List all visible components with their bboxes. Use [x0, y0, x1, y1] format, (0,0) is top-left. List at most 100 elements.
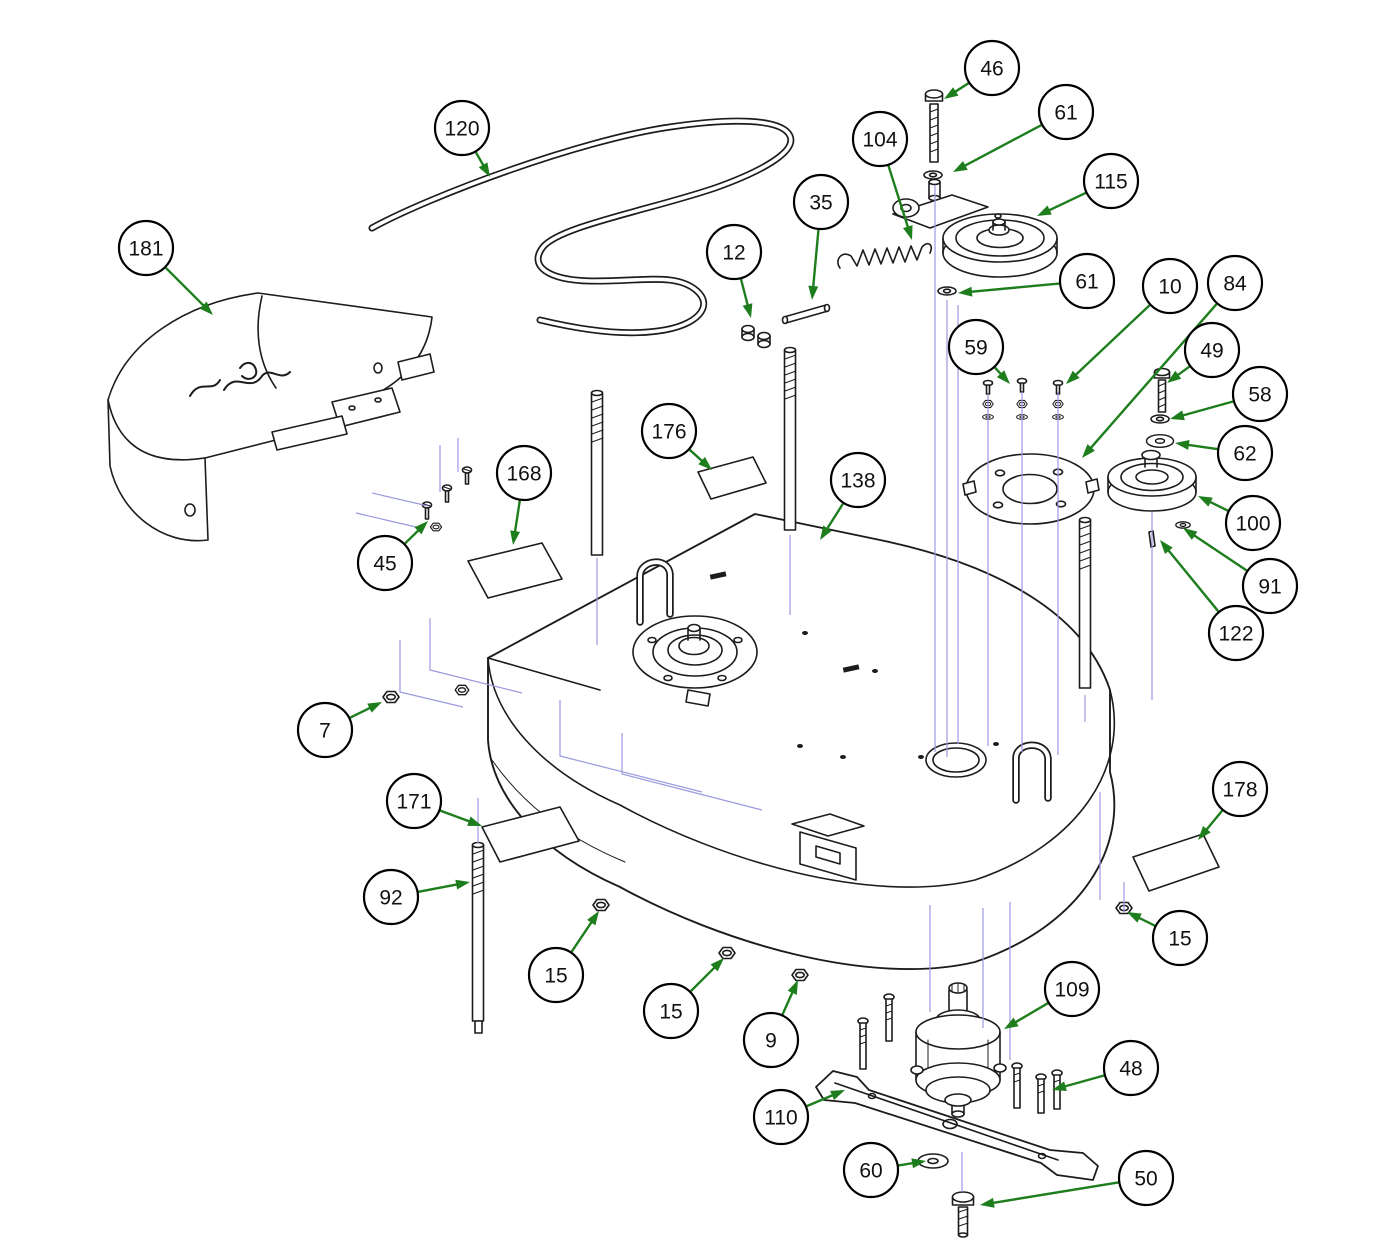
callout-109: 109 [1043, 960, 1101, 1018]
washer-61 [923, 170, 943, 180]
callout-arrow-60 [898, 1158, 926, 1169]
callout-arrow-45 [404, 521, 428, 545]
callout-100: 100 [1224, 494, 1282, 552]
callout-60: 60 [842, 1141, 900, 1199]
callout-label: 12 [722, 242, 745, 265]
mounting-studs [982, 377, 1064, 420]
callout-label: 45 [373, 553, 396, 576]
callout-110: 110 [752, 1088, 810, 1146]
extension-spring-104 [837, 242, 933, 269]
callout-arrow-138 [820, 503, 845, 540]
blade-bolt-50 [951, 1191, 975, 1238]
callout-label: 171 [396, 791, 431, 814]
callout-arrow-176 [688, 448, 712, 470]
washer-91 [1175, 521, 1191, 529]
callout-61: 61 [1058, 252, 1116, 310]
callout-arrow-110 [806, 1090, 845, 1108]
decal-176 [697, 456, 767, 500]
deck-spindle-hub [632, 615, 758, 707]
callout-arrow-59 [994, 366, 1010, 384]
belt-cover-181 [107, 292, 435, 542]
callout-label: 48 [1119, 1058, 1142, 1081]
callout-arrow-15 [689, 958, 724, 993]
callout-arrow-58 [1170, 400, 1234, 421]
callout-arrow-7 [349, 702, 382, 719]
callout-7: 7 [296, 701, 354, 759]
callout-arrow-15 [1127, 912, 1156, 927]
idler-bolt-46 [924, 89, 944, 163]
callout-label: 100 [1235, 513, 1270, 536]
callout-arrow-122 [1160, 540, 1220, 613]
callout-label: 62 [1233, 443, 1256, 466]
mower-deck-138 [487, 513, 1116, 971]
callout-label: 92 [379, 887, 402, 910]
callout-arrow-168 [510, 500, 521, 545]
callout-84: 84 [1206, 254, 1264, 312]
callout-62: 62 [1216, 424, 1274, 482]
callout-arrow-178 [1198, 809, 1224, 840]
callout-arrow-15 [570, 911, 599, 953]
mower-blade-110 [815, 1070, 1099, 1181]
washer-61 [937, 286, 957, 296]
callout-122: 122 [1207, 604, 1265, 662]
callout-35: 35 [792, 173, 850, 231]
callout-104: 104 [851, 110, 909, 168]
callout-176: 176 [640, 402, 698, 460]
callout-50: 50 [1117, 1149, 1175, 1207]
callout-label: 15 [659, 1001, 682, 1024]
callout-115: 115 [1082, 152, 1140, 210]
drive-belt-120 [368, 117, 795, 337]
callout-46: 46 [963, 39, 1021, 97]
callout-label: 15 [544, 965, 567, 988]
callout-label: 176 [651, 421, 686, 444]
flange-nut-15 [592, 898, 610, 912]
callout-181: 181 [117, 219, 175, 277]
callout-label: 104 [862, 129, 897, 152]
assembly-guide-lines [355, 185, 1153, 1192]
callout-label: 178 [1222, 779, 1257, 802]
callout-120: 120 [433, 99, 491, 157]
callout-171: 171 [385, 772, 443, 830]
callout-arrow-92 [418, 879, 470, 893]
callout-arrow-46 [944, 82, 970, 99]
callout-10: 10 [1141, 257, 1199, 315]
callout-91: 91 [1241, 557, 1299, 615]
callout-59: 59 [947, 318, 1005, 376]
callout-12: 12 [705, 223, 763, 281]
callout-168: 168 [495, 444, 553, 502]
washer-62 [1145, 433, 1175, 449]
callout-label: 84 [1223, 273, 1247, 296]
callout-15: 15 [1151, 909, 1209, 967]
washer-58 [1150, 414, 1170, 424]
spring-pin-35 [781, 303, 831, 325]
bolt-49 [1153, 367, 1171, 413]
spindle-pulley-100 [1107, 449, 1197, 512]
callout-label: 49 [1200, 340, 1223, 363]
flange-nut-15 [718, 946, 736, 960]
cover-logo-squiggle [189, 362, 291, 397]
callout-label: 115 [1094, 171, 1127, 194]
screws-45 [421, 466, 473, 532]
callout-178: 178 [1211, 760, 1269, 818]
callout-label: 7 [319, 720, 331, 743]
callout-label: 10 [1158, 276, 1181, 299]
callout-15: 15 [527, 946, 585, 1004]
lift-rod [783, 346, 797, 531]
callout-arrow-10 [1066, 304, 1151, 384]
callout-label: 120 [444, 118, 479, 141]
callout-arrow-109 [1004, 1002, 1049, 1029]
callout-label: 50 [1134, 1168, 1157, 1191]
callout-arrow-100 [1198, 496, 1229, 512]
callout-label: 35 [809, 192, 832, 215]
flange-nut-7 [382, 690, 400, 704]
callout-label: 91 [1258, 576, 1281, 599]
callout-arrow-115 [1037, 191, 1087, 216]
callout-label: 181 [128, 238, 163, 261]
decal-168 [467, 542, 563, 599]
lift-rod-92 [471, 841, 485, 1034]
bracket-plate-84 [962, 453, 1100, 525]
callout-9: 9 [742, 1011, 800, 1069]
callout-61: 61 [1037, 83, 1095, 141]
callout-58: 58 [1231, 365, 1289, 423]
